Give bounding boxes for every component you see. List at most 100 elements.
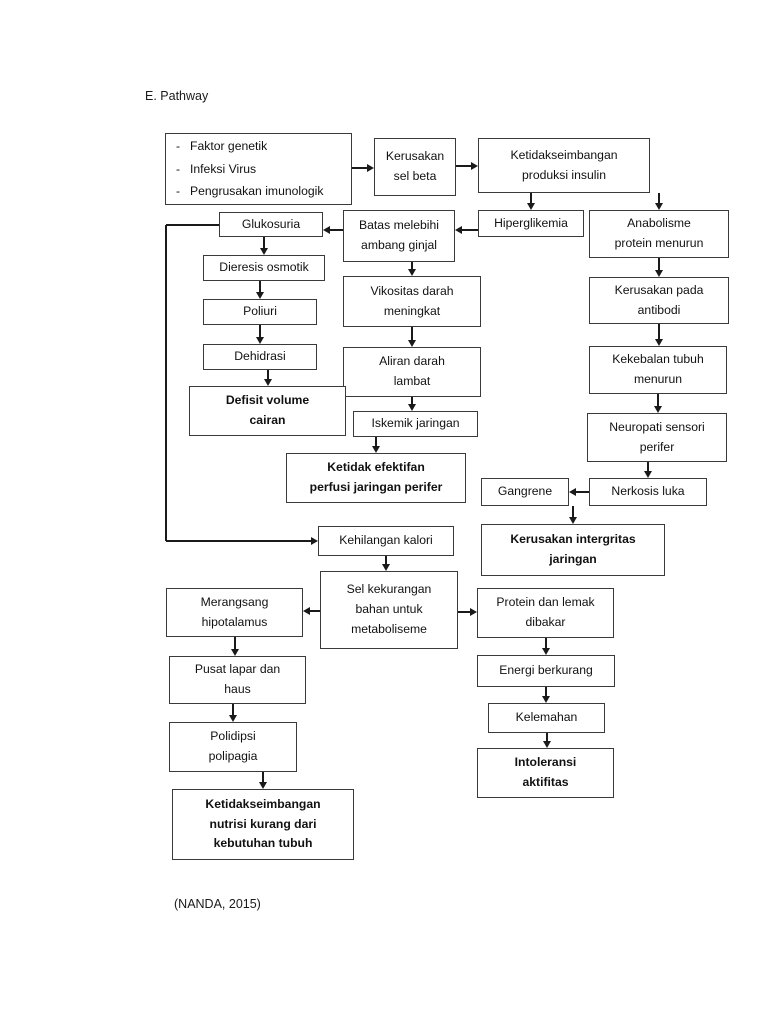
edge-batas-melebihi-to-vikositas-darah-head [407,269,416,276]
edge-kerusakan-antibodi-to-kekebalan-tubuh [658,324,660,340]
edge-pusat-lapar-haus-to-polidipsi-polipagia-head [228,715,237,722]
node-dehidrasi: Dehidrasi [203,344,317,370]
node-label: bahan untuk [355,602,423,617]
node-label: Kerusakan [385,149,445,164]
edge-merangsang-hipotalamus-to-pusat-lapar-haus [234,637,236,650]
node-label: Hiperglikemia [494,215,568,230]
node-nerkosis-luka: Nerkosis luka [589,478,707,506]
edge-gangrene-to-kerusakan-intergritas [572,506,574,518]
node-label: hipotalamus [201,614,268,629]
edge-glukosuria-to-kehilangan-kalori-head [311,536,318,545]
node-label: lambat [393,374,431,388]
node-label: protein menurun [614,236,704,250]
node-label: Neuropati sensori [609,419,705,434]
node-label: Protein dan lemak [496,595,595,610]
node-protein-lemak-dibakar: Protein dan lemak dibakar [477,588,614,638]
node-kerusakan-sel-beta: Kerusakan sel beta [374,138,456,196]
node-anabolisme-protein: Anabolisme protein menurun [589,210,729,258]
node-label: nutrisi kurang dari [209,816,317,831]
edge-hiperglikemia-to-batas-melebihi-head [455,225,462,234]
node-label: ambang ginjal [361,238,437,252]
node-kelemahan: Kelemahan [488,703,605,733]
edge-kehilangan-kalori-to-sel-kekurangan-bahan [385,556,387,565]
edge-glukosuria-to-kehilangan-kalori-h1 [166,224,219,226]
node-label: sel beta [393,169,437,183]
node-label: Poliuri [243,304,277,319]
source-citation: (NANDA, 2015) [174,897,261,911]
edge-nerkosis-luka-to-gangrene-head [569,487,576,496]
node-label: Iskemik jaringan [371,416,460,431]
edge-glukosuria-to-kehilangan-kalori-h2 [166,540,312,542]
node-label: Anabolisme [627,216,691,231]
node-etiologi: -Faktor genetik-Infeksi Virus-Pengrusaka… [165,133,352,205]
node-hiperglikemia: Hiperglikemia [478,210,584,237]
bullet-text: Pengrusakan imunologik [190,184,324,199]
edge-anabolisme-protein-to-kerusakan-antibodi [658,258,660,271]
node-dieresis-osmotik: Dieresis osmotik [203,255,325,281]
node-iskemik-jaringan: Iskemik jaringan [353,411,478,437]
edge-polidipsi-polipagia-to-ketidakseimbangan-nutrisi [262,772,264,783]
edge-hiperglikemia-to-batas-melebihi [461,229,478,231]
edge-sel-kekurangan-bahan-to-merangsang-hipotalamus [309,610,320,612]
edge-batas-melebihi-to-vikositas-darah [411,262,413,270]
edge-vikositas-darah-to-aliran-darah-lambat [411,327,413,341]
edge-neuropati-sensori-to-nerkosis-luka [647,462,649,472]
node-label: perifer [639,439,675,454]
node-glukosuria: Glukosuria [219,212,323,237]
node-kehilangan-kalori: Kehilangan kalori [318,526,454,556]
edge-iskemik-jaringan-to-ketidak-efektifan-perfusi [375,437,377,447]
edge-aliran-darah-lambat-to-iskemik-jaringan-head [407,404,416,411]
node-gangrene: Gangrene [481,478,569,506]
node-label: Kelemahan [515,710,578,725]
node-label: produksi insulin [521,167,606,182]
edge-iskemik-jaringan-to-ketidak-efektifan-perfusi-head [371,446,380,453]
edge-protein-lemak-dibakar-to-energi-berkurang-head [541,648,550,655]
node-batas-melebihi: Batas melebihi ambang ginjal [343,210,455,262]
edge-etiologi-to-kerusakan-sel-beta-head [367,163,374,172]
node-label: haus [224,682,251,696]
node-energi-berkurang: Energi berkurang [477,655,615,687]
edge-glukosuria-to-kehilangan-kalori-v [165,225,167,541]
node-label: aktifitas [522,775,569,789]
edge-dehidrasi-to-defisit-volume-cairan-head [263,379,272,386]
edge-kekebalan-tubuh-to-neuropati-sensori [657,394,659,407]
edge-ketidakseimbangan-insulin-to-hiperglikemia-head [526,203,535,210]
node-label: dibakar [525,615,566,629]
edge-kekebalan-tubuh-to-neuropati-sensori-head [653,406,662,413]
edge-dieresis-osmotik-to-poliuri-head [255,292,264,299]
edge-kehilangan-kalori-to-sel-kekurangan-bahan-head [381,564,390,571]
edge-protein-lemak-dibakar-to-energi-berkurang [545,638,547,649]
edge-energi-berkurang-to-kelemahan [545,687,547,697]
edge-kelemahan-to-intoleransi-aktifitas [546,733,548,742]
node-label: Energi berkurang [499,663,593,678]
node-label: Dieresis osmotik [219,260,309,275]
edge-poliuri-to-dehidrasi [259,325,261,338]
edge-etiologi-to-kerusakan-sel-beta [352,167,368,169]
node-label: jaringan [549,552,597,566]
node-label: Batas melebihi [359,218,439,233]
node-label: Sel kekurangan [346,582,432,597]
edge-sel-kekurangan-bahan-to-protein-lemak-dibakar [458,611,471,613]
edge-glukosuria-to-dieresis-osmotik-head [259,248,268,255]
node-label: antibodi [637,302,681,317]
node-label: -Faktor genetik [176,135,341,158]
node-label: Kekebalan tubuh [612,352,704,367]
edge-poliuri-to-dehidrasi-head [255,337,264,344]
edge-pusat-lapar-haus-to-polidipsi-polipagia [232,704,234,716]
edge-ketidakseimbangan-insulin-to-anabolisme-protein-head [654,203,663,210]
node-label: Nerkosis luka [611,484,685,499]
node-label: -Infeksi Virus [176,158,341,181]
edge-kerusakan-sel-beta-to-ketidakseimbangan-insulin [456,165,472,167]
edge-ketidakseimbangan-insulin-to-hiperglikemia [530,193,532,204]
bullet-dash-icon: - [176,161,181,176]
edge-sel-kekurangan-bahan-to-protein-lemak-dibakar-head [470,607,477,616]
